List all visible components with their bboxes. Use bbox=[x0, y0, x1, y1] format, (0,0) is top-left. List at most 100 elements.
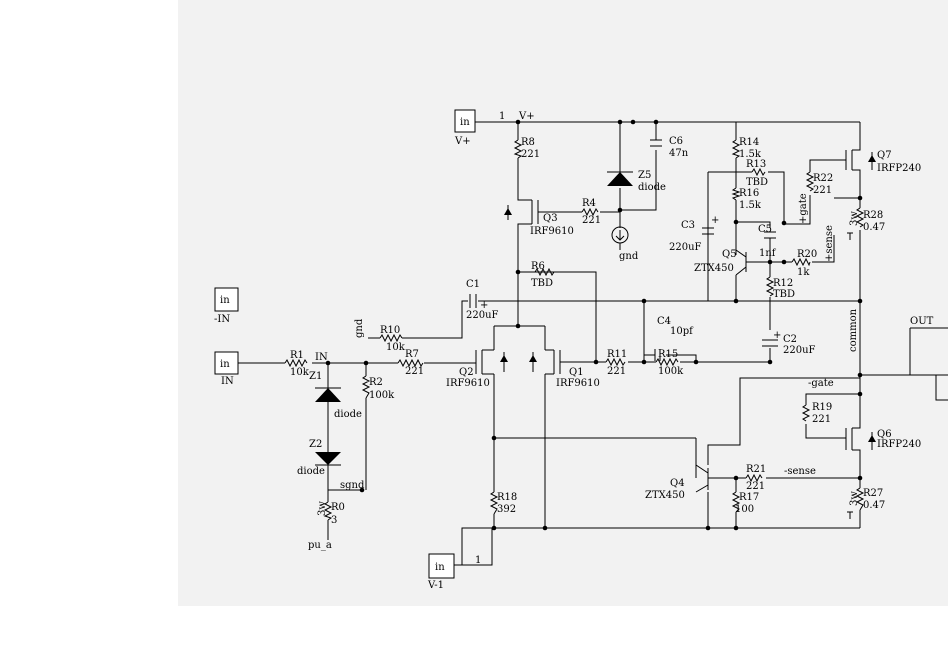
r12-val: TBD bbox=[773, 289, 795, 300]
port-minus-text: in bbox=[220, 295, 230, 306]
resistor-r28[interactable]: R28 0.47 3w bbox=[847, 207, 885, 240]
r4-val: 221 bbox=[582, 215, 601, 226]
resistor-r1[interactable]: R1 10k bbox=[284, 350, 310, 378]
capacitor-c3[interactable]: + C3 220uF bbox=[669, 215, 719, 253]
resistor-r8[interactable]: R8 221 bbox=[513, 137, 540, 160]
r19-val: 221 bbox=[812, 414, 831, 425]
resistor-r20[interactable]: R20 1k bbox=[791, 249, 817, 278]
resistor-r17[interactable]: R17 100 bbox=[731, 491, 759, 515]
diode-z5[interactable]: Z5 diode bbox=[607, 170, 666, 193]
r20-val: 1k bbox=[797, 267, 810, 278]
r2-ref: R2 bbox=[369, 377, 383, 388]
r15-val: 100k bbox=[658, 366, 684, 377]
r17-val: 100 bbox=[735, 504, 754, 515]
q1-val: IRF9610 bbox=[556, 378, 600, 389]
diode-z1[interactable]: Z1 diode bbox=[309, 371, 362, 420]
mosfet-q1[interactable]: Q1 IRF9610 bbox=[529, 349, 600, 389]
q7-ref: Q7 bbox=[877, 150, 892, 161]
r21-val: 221 bbox=[746, 481, 765, 492]
net-pu-label: pu_a bbox=[308, 540, 332, 551]
c3-ref: C3 bbox=[681, 220, 695, 231]
r8-val: 221 bbox=[521, 149, 540, 160]
mosfet-q6[interactable]: Q6 IRFP240 bbox=[845, 425, 921, 455]
net-vplus-label: V+ bbox=[518, 111, 535, 122]
resistor-r15[interactable]: R15 100k bbox=[655, 349, 684, 377]
svg-text:+: + bbox=[480, 300, 488, 311]
capacitor-c4[interactable]: C4 10pf bbox=[654, 316, 694, 361]
port-vplus[interactable]: in V+ 1 V+ bbox=[454, 109, 535, 147]
port-vminus[interactable]: in V-1 1 bbox=[427, 528, 493, 591]
resistor-r2[interactable]: R2 100k bbox=[361, 375, 395, 401]
r13-val: TBD bbox=[746, 177, 768, 188]
r7-ref: R7 bbox=[405, 349, 419, 360]
diode-z2[interactable]: Z2 diode bbox=[297, 439, 341, 477]
bjt-q5[interactable]: Q5 ZTX450 bbox=[694, 249, 747, 276]
resistor-r16[interactable]: R16 1.5k bbox=[731, 187, 762, 211]
resistor-r6[interactable]: R6 TBD bbox=[531, 261, 555, 289]
resistor-r4[interactable]: R4 221 bbox=[581, 198, 601, 226]
r14-ref: R14 bbox=[739, 137, 759, 148]
r7-val: 221 bbox=[405, 366, 424, 377]
net-sense-plus-label: +sense bbox=[824, 225, 835, 262]
z2-val: diode bbox=[297, 466, 325, 477]
net-gate-minus-label: -gate bbox=[808, 378, 834, 389]
resistor-r18[interactable]: R18 392 bbox=[489, 491, 517, 515]
resistor-r14[interactable]: R14 1.5k bbox=[731, 137, 762, 160]
resistor-r19[interactable]: R19 221 bbox=[801, 402, 832, 425]
svg-text:+: + bbox=[773, 330, 781, 341]
c1-ref: C1 bbox=[466, 279, 480, 290]
r15-ref: R15 bbox=[658, 349, 678, 360]
r6-val: TBD bbox=[531, 278, 553, 289]
r16-ref: R16 bbox=[739, 188, 759, 199]
resistor-r27[interactable]: R27 0.47 3w bbox=[847, 487, 885, 519]
net-gate-plus-label: +gate bbox=[798, 193, 809, 224]
mosfet-q7[interactable]: Q7 IRFP240 bbox=[845, 145, 921, 175]
mosfet-q2[interactable]: Q2 IRF9610 bbox=[446, 349, 508, 389]
q4-ref: Q4 bbox=[670, 478, 685, 489]
r4-ref: R4 bbox=[582, 198, 596, 209]
r10-ref: R10 bbox=[380, 325, 400, 336]
r27-val: 0.47 bbox=[863, 500, 885, 511]
capacitor-c5[interactable]: C5 1nf bbox=[758, 224, 777, 259]
resistor-r22[interactable]: R22 221 bbox=[805, 171, 833, 196]
resistor-r10[interactable]: R10 10k bbox=[379, 325, 406, 353]
resistor-r13[interactable]: R13 TBD bbox=[746, 159, 768, 188]
port-vminus-text: in bbox=[435, 562, 445, 573]
r14-val: 1.5k bbox=[739, 149, 762, 160]
resistor-r11[interactable]: R11 221 bbox=[605, 349, 627, 377]
r1-val: 10k bbox=[290, 367, 310, 378]
resistor-r0[interactable]: R0 3 3w bbox=[317, 501, 345, 526]
resistor-r21[interactable]: R21 221 bbox=[745, 464, 766, 492]
resistor-r7[interactable]: R7 221 bbox=[397, 349, 424, 377]
port-vminus-pin: 1 bbox=[475, 555, 481, 566]
capacitor-c6[interactable]: C6 47n bbox=[650, 136, 689, 159]
schematic-sheet bbox=[178, 0, 948, 606]
port-minus-in[interactable]: in -IN bbox=[214, 287, 239, 325]
r13-ref: R13 bbox=[746, 159, 766, 170]
mosfet-q3[interactable]: Q3 IRF9610 bbox=[504, 195, 574, 237]
r22-ref: R22 bbox=[813, 173, 833, 184]
current-source[interactable]: gnd bbox=[611, 226, 639, 262]
port-in-label: IN bbox=[221, 376, 234, 387]
r0-val: 3 bbox=[331, 515, 337, 526]
net-in-label: IN bbox=[315, 352, 328, 363]
r20-ref: R20 bbox=[797, 249, 817, 260]
capacitor-c1[interactable]: + C1 220uF bbox=[466, 279, 499, 321]
capacitor-c2[interactable]: + C2 220uF bbox=[762, 330, 816, 356]
q6-ref: Q6 bbox=[877, 429, 892, 440]
net-sgnd-label: sgnd bbox=[340, 480, 365, 491]
r2-val: 100k bbox=[369, 390, 395, 401]
z2-ref: Z2 bbox=[309, 439, 322, 450]
r19-ref: R19 bbox=[812, 402, 832, 413]
resistor-r12[interactable]: R12 TBD bbox=[765, 276, 795, 300]
port-vplus-pin: 1 bbox=[499, 111, 505, 122]
r0-ref: R0 bbox=[331, 502, 345, 513]
r28-val: 0.47 bbox=[863, 222, 885, 233]
q6-val: IRFP240 bbox=[877, 439, 921, 450]
c5-val: 1nf bbox=[759, 248, 777, 259]
net-out-label: OUT bbox=[910, 316, 934, 327]
port-in[interactable]: in IN bbox=[214, 351, 239, 387]
bjt-q4[interactable]: Q4 ZTX450 bbox=[645, 464, 718, 501]
q4-val: ZTX450 bbox=[645, 490, 685, 501]
